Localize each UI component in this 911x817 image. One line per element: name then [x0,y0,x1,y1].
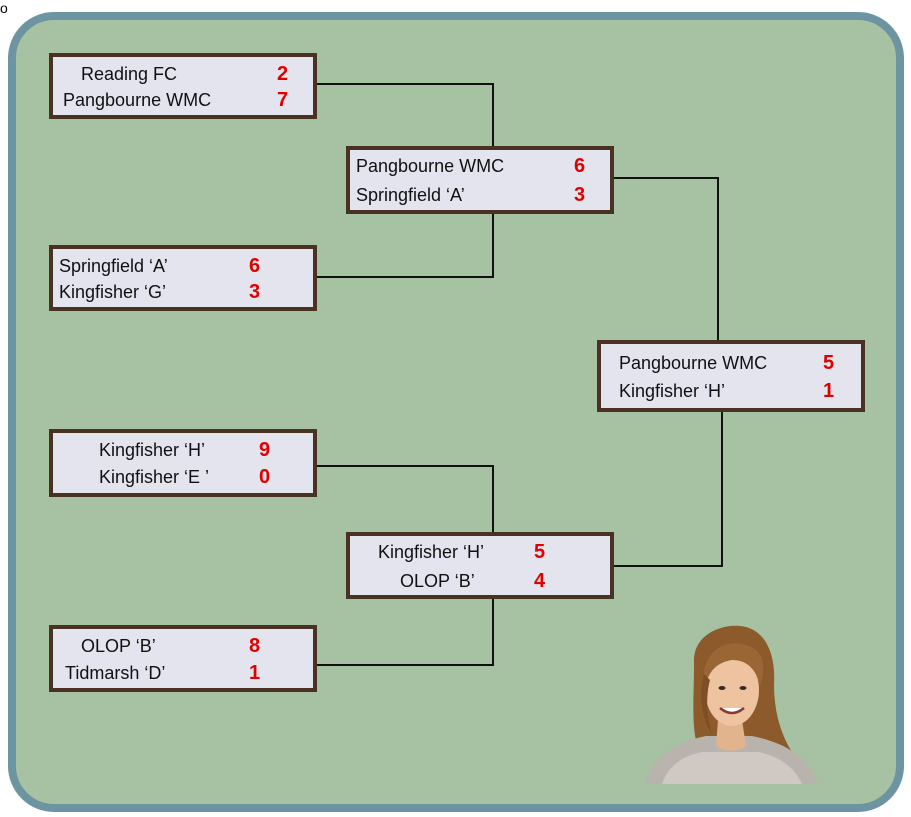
match-r1m1: Reading FC 2 Pangbourne WMC 7 [49,53,317,119]
connector-r1m1 [315,83,494,147]
team-score: 2 [277,63,289,85]
team-name: Kingfisher ‘H’ [378,542,485,562]
connector-r2m2 [612,412,723,567]
connector-r2m1 [612,177,719,340]
connector-r1m2 [315,213,494,278]
match-r1m3: Kingfisher ‘H’ 9 Kingfisher ‘E ’ 0 [49,429,317,497]
team-name: Kingfisher ‘H’ [619,381,726,401]
team-score: 5 [823,352,835,374]
team-name: Kingfisher ‘G’ [59,282,167,302]
team-score: 3 [574,184,586,206]
team-score: 1 [249,662,261,684]
team-score: 8 [249,635,261,657]
match-final: Pangbourne WMC 5 Kingfisher ‘H’ 1 [597,340,865,412]
team-score: 6 [574,155,586,177]
team-score: 1 [823,380,835,402]
match-r2m1: Pangbourne WMC 6 Springfield ‘A’ 3 [346,146,614,214]
team-name: Pangbourne WMC [63,90,212,110]
team-name: Springfield ‘A’ [59,256,168,276]
team-name: OLOP ‘B’ [81,636,156,656]
team-name: Pangbourne WMC [356,156,505,176]
team-name: OLOP ‘B’ [400,571,475,591]
match-r1m2: Springfield ‘A’ 6 Kingfisher ‘G’ 3 [49,245,317,311]
team-score: 4 [534,570,546,592]
connector-r1m4 [315,599,494,666]
team-score: 0 [259,466,271,488]
team-name: Reading FC [81,64,178,84]
match-r1m4: OLOP ‘B’ 8 Tidmarsh ‘D’ 1 [49,625,317,692]
team-name: Kingfisher ‘E ’ [99,467,210,487]
person-photo-icon [646,625,818,784]
match-r2m2: Kingfisher ‘H’ 5 OLOP ‘B’ 4 [346,532,614,599]
team-score: 6 [249,255,261,277]
team-name: Springfield ‘A’ [356,185,465,205]
team-score: 9 [259,439,271,461]
team-score: 7 [277,89,289,111]
team-name: Kingfisher ‘H’ [99,440,206,460]
team-name: Tidmarsh ‘D’ [65,663,166,683]
team-score: 5 [534,541,546,563]
corner-mark: o [0,0,8,16]
team-name: Pangbourne WMC [619,353,768,373]
team-score: 3 [249,281,261,303]
connector-r1m3 [315,465,494,533]
